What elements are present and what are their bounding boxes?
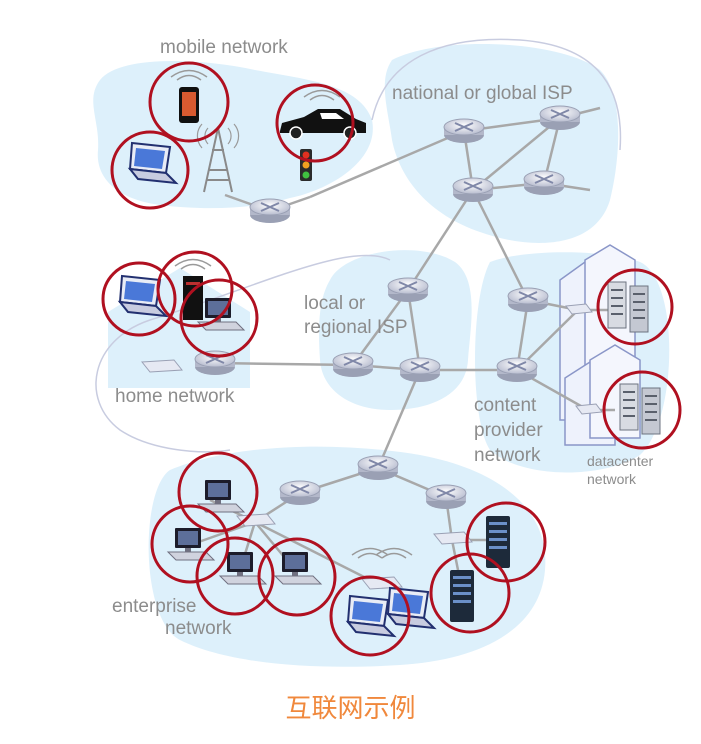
highlight-circle bbox=[148, 61, 230, 143]
router bbox=[332, 352, 374, 378]
highlight-circle bbox=[596, 268, 674, 346]
smartphone-icon bbox=[170, 69, 208, 123]
router bbox=[523, 170, 565, 196]
mobile-network-label: mobile network bbox=[160, 37, 288, 58]
switch-icon bbox=[565, 303, 593, 315]
highlight-circle bbox=[257, 537, 337, 617]
router bbox=[507, 287, 549, 313]
router bbox=[452, 177, 494, 203]
national-isp-label: national or global ISP bbox=[392, 83, 573, 104]
router bbox=[443, 118, 485, 144]
router bbox=[425, 484, 467, 510]
home-network-label: home network bbox=[115, 386, 235, 407]
highlight-circle bbox=[150, 504, 230, 584]
router bbox=[496, 357, 538, 383]
highlight-circle bbox=[602, 370, 682, 450]
highlight-circle bbox=[156, 250, 234, 328]
highlight-circle bbox=[177, 451, 259, 533]
highlight-circle bbox=[101, 261, 177, 337]
highlight-circle bbox=[275, 83, 355, 163]
traffic-light-icon bbox=[300, 149, 312, 181]
switch-icon bbox=[575, 403, 603, 415]
content-network-label-line3: network bbox=[474, 445, 541, 466]
enterprise-network-label-line2: network bbox=[165, 618, 232, 639]
switches bbox=[141, 303, 603, 545]
server-icon bbox=[450, 570, 474, 622]
router bbox=[387, 277, 429, 303]
router bbox=[399, 357, 441, 383]
router bbox=[539, 105, 581, 131]
router bbox=[279, 480, 321, 506]
highlight-circle bbox=[329, 575, 411, 657]
datacenter-label-line1: datacenter bbox=[587, 453, 654, 469]
local-isp-label-line1: local or bbox=[304, 293, 366, 314]
content-network-label-line1: content bbox=[474, 395, 537, 416]
backbone-outline bbox=[95, 38, 622, 453]
enterprise-network-label-line1: enterprise bbox=[112, 596, 197, 617]
highlight-circles bbox=[101, 61, 682, 657]
cell-tower-icon bbox=[196, 123, 240, 193]
highlight-circle bbox=[429, 552, 511, 634]
wifi-access-point-icon bbox=[351, 547, 413, 590]
figure-caption: 互联网示例 bbox=[285, 694, 416, 724]
router bbox=[249, 198, 291, 224]
home-modem-icon bbox=[141, 359, 183, 373]
national-isp-region bbox=[384, 43, 619, 243]
local-isp-label-line2: regional ISP bbox=[304, 317, 408, 338]
content-network-label-line2: provider bbox=[474, 420, 543, 441]
devices bbox=[119, 69, 661, 637]
highlight-circle bbox=[195, 536, 275, 616]
datacenter-label-line2: network bbox=[587, 471, 637, 487]
highlight-circle bbox=[179, 278, 259, 358]
router bbox=[357, 455, 399, 481]
switch-icon bbox=[433, 531, 473, 545]
highlight-circle bbox=[110, 130, 190, 210]
